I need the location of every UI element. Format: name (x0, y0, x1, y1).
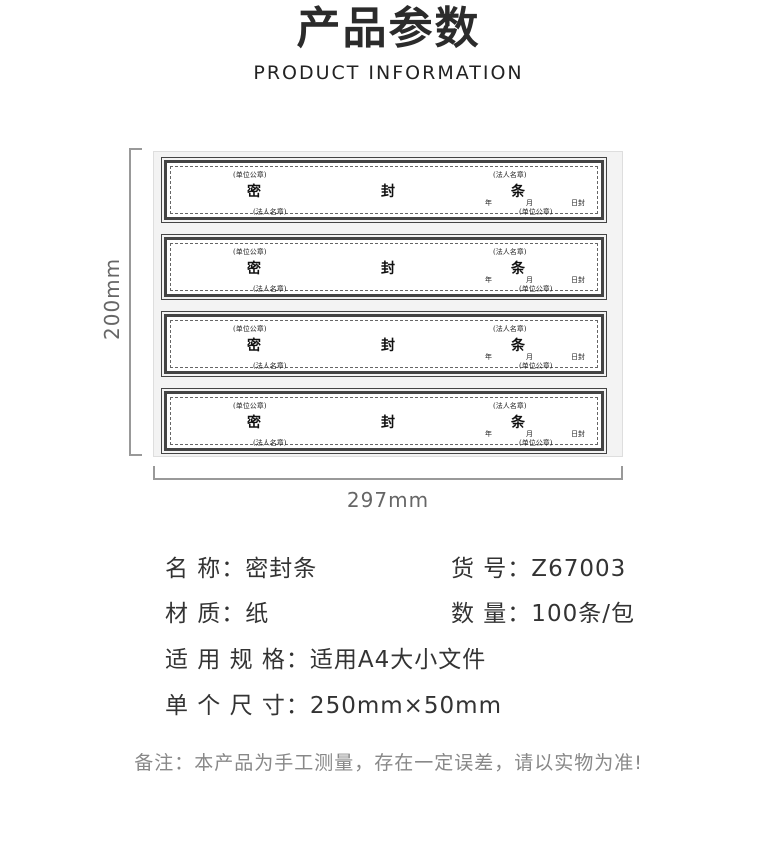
unit-seal-label: (单位公章) (233, 402, 267, 410)
seal-char: 密 (247, 184, 261, 200)
width-dimension-line (153, 466, 623, 480)
seal-char: 密 (247, 338, 261, 354)
width-dimension-label: 297mm (346, 488, 430, 512)
legal-seal-label: (法人名章) (493, 402, 527, 410)
year-label: 年 (485, 276, 492, 284)
day-label: 日封 (571, 276, 585, 284)
unit-seal-label: (单位公章) (233, 248, 267, 256)
seal-char: 封 (381, 184, 395, 200)
legal-seal-label: (法人名章) (493, 325, 527, 333)
seal-char: 条 (511, 261, 525, 277)
measurement-note: 备注：本产品为手工测量，存在一定误差，请以实物为准! (134, 752, 643, 774)
seal-strip: (单位公章) 密 封 条 (法人名章) (法人名章) 年 月 日封 (单位公章) (161, 311, 607, 377)
year-label: 年 (485, 430, 492, 438)
seal-char: 密 (247, 261, 261, 277)
unit-seal-label: (单位公章) (519, 208, 553, 216)
seal-char: 封 (381, 338, 395, 354)
day-label: 日封 (571, 199, 585, 207)
seal-strip: (单位公章) 密 封 条 (法人名章) (法人名章) 年 月 日封 (单位公章) (161, 234, 607, 300)
unit-seal-label: (单位公章) (519, 362, 553, 370)
month-label: 月 (526, 199, 533, 207)
seal-char: 条 (511, 184, 525, 200)
page-subtitle: PRODUCT INFORMATION (253, 62, 524, 84)
day-label: 日封 (571, 430, 585, 438)
legal-seal-label: (法人名章) (493, 171, 527, 179)
seal-char: 条 (511, 415, 525, 431)
seal-char: 封 (381, 261, 395, 277)
spec-quantity: 数 量：100条/包 (451, 601, 635, 627)
spec-item-no: 货 号：Z67003 (451, 556, 627, 582)
legal-seal-label: (法人名章) (253, 362, 287, 370)
year-label: 年 (485, 199, 492, 207)
seal-char: 封 (381, 415, 395, 431)
unit-seal-label: (单位公章) (233, 325, 267, 333)
month-label: 月 (526, 353, 533, 361)
month-label: 月 (526, 276, 533, 284)
legal-seal-label: (法人名章) (253, 285, 287, 293)
page-title: 产品参数 (296, 3, 481, 54)
strip-border (170, 397, 598, 445)
legal-seal-label: (法人名章) (493, 248, 527, 256)
spec-applicable: 适 用 规 格：适用A4大小文件 (165, 647, 487, 673)
strip-border (170, 166, 598, 214)
seal-char: 密 (247, 415, 261, 431)
unit-seal-label: (单位公章) (233, 171, 267, 179)
unit-seal-label: (单位公章) (519, 439, 553, 447)
year-label: 年 (485, 353, 492, 361)
unit-seal-label: (单位公章) (519, 285, 553, 293)
spec-name: 名 称：密封条 (165, 556, 318, 582)
day-label: 日封 (571, 353, 585, 361)
strip-border (170, 320, 598, 368)
height-dimension-label: 200mm (100, 257, 124, 340)
seal-char: 条 (511, 338, 525, 354)
seal-strip: (单位公章) 密 封 条 (法人名章) (法人名章) 年 月 日封 (单位公章) (161, 157, 607, 223)
month-label: 月 (526, 430, 533, 438)
spec-size: 单 个 尺 寸：250mm×50mm (165, 693, 502, 719)
seal-strip: (单位公章) 密 封 条 (法人名章) (法人名章) 年 月 日封 (单位公章) (161, 388, 607, 454)
product-sheet: (单位公章) 密 封 条 (法人名章) (法人名章) 年 月 日封 (单位公章)… (153, 151, 623, 457)
strip-border (170, 243, 598, 291)
height-dimension-line (129, 148, 142, 456)
spec-material: 材 质：纸 (165, 601, 270, 627)
legal-seal-label: (法人名章) (253, 439, 287, 447)
legal-seal-label: (法人名章) (253, 208, 287, 216)
